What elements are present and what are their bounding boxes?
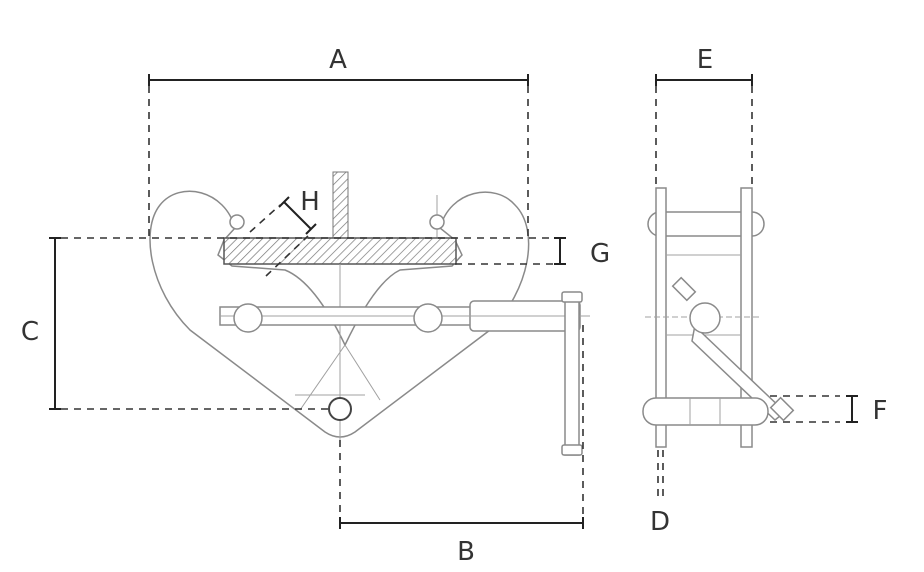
slide-pin-left: [233, 303, 263, 333]
pivot-pin-left: [229, 214, 245, 230]
slide-pin-right: [413, 303, 443, 333]
front-view: [149, 171, 590, 456]
dimension-label-h: H: [300, 187, 320, 217]
spindle-nut: [689, 302, 721, 334]
bottom-pin: [642, 397, 769, 426]
dimension-label-c: C: [21, 317, 39, 347]
dimension-label-b: B: [457, 537, 475, 567]
dimension-label-a: A: [329, 45, 347, 75]
dimension-label-g: G: [590, 239, 610, 269]
side-view: [642, 187, 795, 448]
pivot-pin-right: [429, 214, 445, 230]
lifting-eye-pin: [328, 397, 352, 421]
handle-bar: [564, 294, 580, 456]
dimension-label-d: D: [650, 507, 670, 537]
dimension-lines: [49, 74, 858, 529]
dimension-label-e: E: [697, 45, 713, 75]
beam-flange: [223, 237, 457, 265]
dimension-label-f: F: [873, 396, 888, 426]
beam-web: [332, 171, 349, 241]
